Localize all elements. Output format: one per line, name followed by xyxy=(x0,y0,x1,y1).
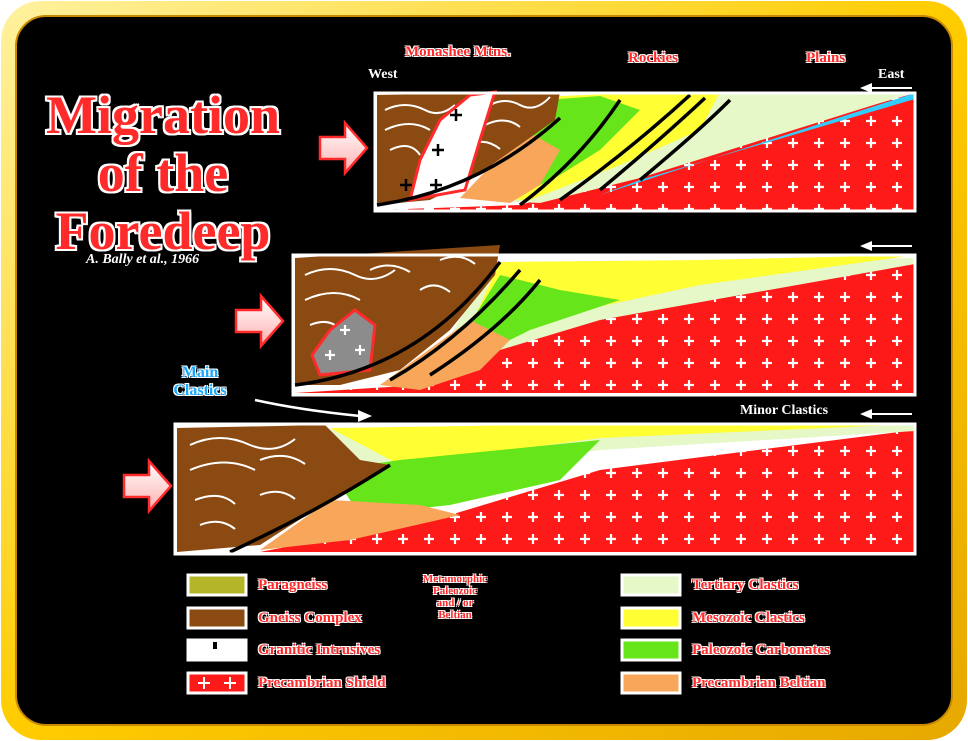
legend-granitic: Granitic Intrusives xyxy=(258,642,381,658)
cross-section-3 xyxy=(173,422,917,556)
legend-paragneiss: Paragneiss xyxy=(258,577,328,593)
swatch-granitic xyxy=(186,638,248,662)
precambrian-beltian-2 xyxy=(380,320,510,390)
legend-gneiss: Gneiss Complex xyxy=(258,610,362,626)
legend-tertiary: Tertiary Clastics xyxy=(692,577,799,593)
granitic-intrusive-1 xyxy=(407,90,498,202)
basal-wedge-1 xyxy=(600,93,915,195)
swatch-beltian xyxy=(620,671,682,695)
title-line-3: Foredeep xyxy=(55,201,271,261)
migration-arrow-1 xyxy=(318,119,369,177)
precambrian-beltian-1 xyxy=(460,130,560,203)
label-west: West xyxy=(368,67,398,82)
legend-swatches xyxy=(186,573,682,695)
swatch-mesozoic xyxy=(620,606,682,630)
precambrian-shield-1 xyxy=(377,93,915,210)
swatch-gneiss xyxy=(186,606,248,630)
precambrian-shield-2 xyxy=(295,262,915,393)
legend-paleozoic: Paleozoic Carbonates xyxy=(692,642,830,658)
gneiss-complex-3 xyxy=(177,425,390,552)
label-east: East xyxy=(878,67,905,82)
cross-section-1 xyxy=(373,90,917,213)
swatch-paleozoic xyxy=(620,638,682,662)
precambrian-shield-3 xyxy=(177,430,915,552)
legend-mesozoic: Mesozoic Clastics xyxy=(692,610,805,626)
metamorphic-note: Metamorphic Paleozoic and / or Beltian xyxy=(422,573,488,621)
swatch-tertiary xyxy=(620,573,682,597)
legend-shield: Precambrian Shield xyxy=(258,675,386,691)
flow-arrow-main xyxy=(358,410,372,422)
label-monashee: Monashee Mtns. xyxy=(405,44,511,60)
slide-title: Migration of the Foredeep xyxy=(28,86,298,260)
title-line-1: Migration xyxy=(46,85,280,145)
label-minor-clastics: Minor Clastics xyxy=(740,403,829,418)
swatch-paragneiss xyxy=(186,573,248,597)
label-rockies: Rockies xyxy=(628,50,678,66)
cross-section-2 xyxy=(291,245,917,397)
sediment-flow-arrows xyxy=(254,83,912,422)
mesozoic-clastics-2 xyxy=(450,255,915,370)
title-line-2: of the xyxy=(97,143,229,203)
precambrian-beltian-3 xyxy=(260,500,460,550)
label-plains: Plains xyxy=(806,50,846,66)
migration-arrow-2 xyxy=(234,292,285,350)
legend-beltian: Precambrian Beltian xyxy=(692,675,826,691)
migration-arrows xyxy=(122,119,369,515)
flow-arrow-east xyxy=(860,83,872,93)
label-main-clastics: Main Clastics xyxy=(173,364,227,399)
swatch-shield xyxy=(186,671,248,695)
migration-arrow-3 xyxy=(122,457,173,515)
citation: A. Bally et al., 1966 xyxy=(86,252,200,267)
paleozoic-carbonates-3 xyxy=(330,440,600,515)
granitic-intrusive-2 xyxy=(310,308,377,377)
mesozoic-clastics-3 xyxy=(330,424,915,465)
